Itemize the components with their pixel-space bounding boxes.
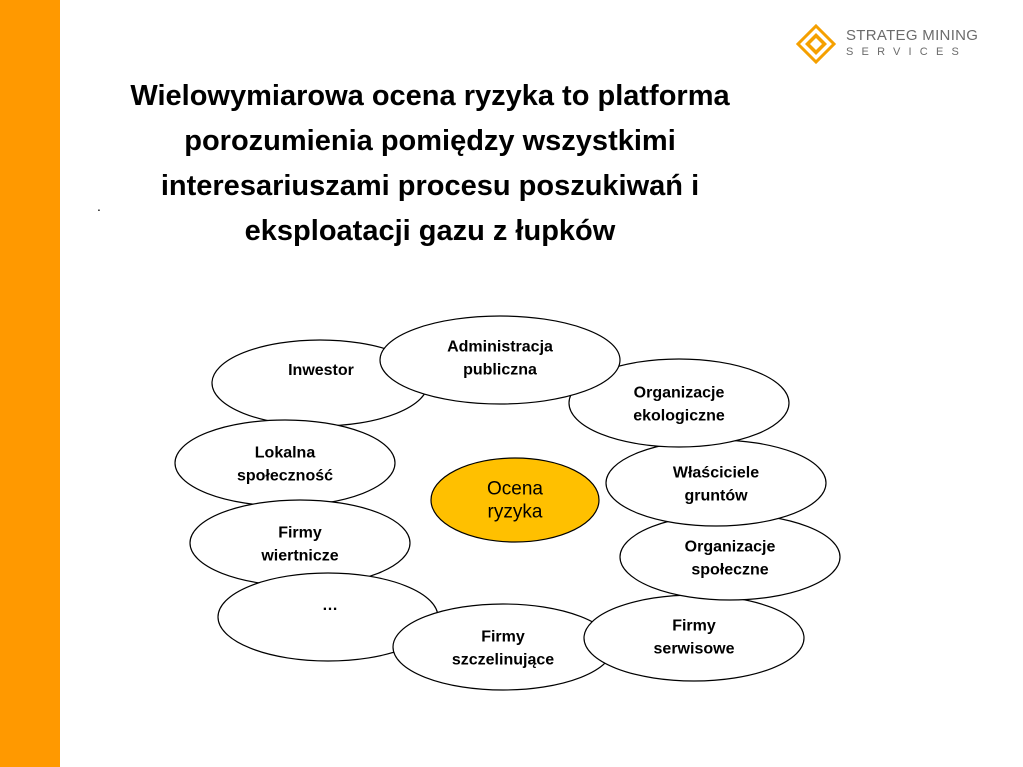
stakeholder-label-line: Administracja: [447, 339, 553, 356]
stakeholder-label-line: wiertnicze: [260, 548, 338, 565]
stakeholder-label: Organizacje ekologiczne: [633, 385, 725, 425]
stakeholder-label: Organizacje społeczne: [685, 539, 776, 579]
stakeholder-ellipse: [605, 439, 827, 527]
stakeholder-node-lokalna: Lokalna społeczność: [174, 419, 396, 507]
stakeholder-label-line: Organizacje: [634, 385, 725, 402]
company-logo: STRATEG MINING SERVICES: [796, 24, 996, 64]
stakeholder-label-line: Organizacje: [685, 539, 776, 556]
center-ellipse: [430, 457, 600, 543]
stakeholder-label-line: Lokalna: [255, 445, 316, 462]
logo-subtitle: SERVICES: [846, 46, 968, 58]
stakeholder-label: Firmy wiertnicze: [260, 525, 338, 565]
slide-title: Wielowymiarowa ocena ryzyka to platforma…: [130, 80, 730, 247]
stakeholder-label: Firmy szczelinujące: [452, 629, 554, 669]
stakeholder-ellipse: [583, 594, 805, 682]
stakeholder-node-serwisowe: Firmy serwisowe: [583, 594, 805, 682]
stakeholder-label-line: Właściciele: [673, 465, 759, 482]
stakeholder-label-line: gruntów: [684, 488, 748, 505]
stakeholder-node-inwestor: Inwestor: [211, 339, 429, 427]
stakeholder-ellipse: [174, 419, 396, 507]
stakeholder-node-wlasciciele: Właściciele gruntów: [605, 439, 827, 527]
stakeholder-label: Administracja publiczna: [447, 339, 553, 379]
stakeholder-label: Firmy serwisowe: [654, 618, 735, 658]
bullet-dot: .: [97, 198, 101, 214]
stakeholder-ellipse: [189, 499, 411, 587]
stakeholder-label-line: Inwestor: [288, 362, 354, 379]
stakeholder-ellipse: [379, 315, 621, 405]
stakeholder-label: …: [322, 597, 338, 614]
stakeholder-node-spoleczne: Organizacje społeczne: [619, 513, 841, 601]
stakeholder-node-wiertnicze: Firmy wiertnicze: [189, 499, 411, 587]
stakeholder-node-ekologiczne: Organizacje ekologiczne: [568, 358, 790, 448]
stakeholder-node-szczelinujace: Firmy szczelinujące: [392, 603, 614, 691]
stakeholder-ellipse: [392, 603, 614, 691]
stakeholder-label-line: serwisowe: [654, 641, 735, 658]
stakeholder-label: Właściciele gruntów: [673, 465, 759, 505]
center-label-line: ryzyka: [488, 502, 543, 523]
stakeholder-ellipse: [619, 513, 841, 601]
stakeholder-ellipse: [568, 358, 790, 448]
orange-side-bar: [0, 0, 60, 767]
stakeholder-label: Lokalna społeczność: [237, 445, 333, 485]
stakeholder-label-line: Firmy: [481, 629, 525, 646]
stakeholder-label-line: społeczność: [237, 468, 333, 485]
stakeholder-label-line: Firmy: [672, 618, 716, 635]
diamond-logo-icon: [796, 24, 836, 64]
stakeholder-label-line: szczelinujące: [452, 652, 554, 669]
stakeholder-label-line: …: [322, 597, 338, 614]
stakeholder-label: Inwestor: [288, 362, 354, 379]
logo-name: STRATEG MINING: [846, 27, 979, 44]
stakeholder-label-line: społeczne: [691, 562, 768, 579]
center-label-line: Ocena: [487, 479, 543, 500]
stakeholder-label-line: publiczna: [463, 362, 537, 379]
stakeholder-label-line: ekologiczne: [633, 408, 725, 425]
stakeholder-node-administracja: Administracja publiczna: [379, 315, 621, 405]
stakeholder-label-line: Firmy: [278, 525, 322, 542]
